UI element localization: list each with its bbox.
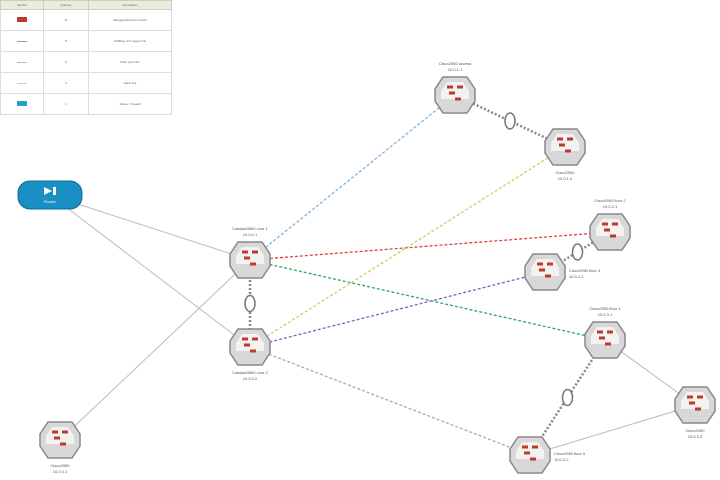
switch-label: Cisco2950 <box>51 463 71 468</box>
line-dashed-icon <box>17 62 27 63</box>
switch-arrows-icon <box>52 430 68 446</box>
link-s1-s7 <box>249 259 606 341</box>
stack-ring-icon <box>561 388 574 407</box>
switch-arrows-icon <box>597 330 613 346</box>
line-gray-icon <box>17 41 27 42</box>
switch-label: Catalyst3560 core 2 <box>232 370 268 375</box>
link-s10-s1 <box>59 259 251 441</box>
switch-arrows-icon <box>537 262 553 278</box>
switch-arrows-icon <box>522 445 538 461</box>
switch-label: Cisco2950 floor 3 <box>569 268 601 273</box>
link-router-s1 <box>49 194 251 261</box>
switch-label: Catalyst3560 core 1 <box>232 226 268 231</box>
switch-address: 10.0.4.1 <box>53 469 68 474</box>
node-s9[interactable]: Cisco2950 floor 510.0.3.2 <box>509 436 586 474</box>
node-router[interactable]: Router <box>17 180 83 210</box>
switch-address: 10.0.3.1 <box>598 312 613 317</box>
node-s7[interactable]: Cisco2950 floor 410.0.3.1 <box>584 306 626 359</box>
link-s1-s5 <box>249 231 611 261</box>
switch-address: 10.0.0.1 <box>243 232 258 237</box>
switch-address: 10.0.2.1 <box>603 204 618 209</box>
switch-arrows-icon <box>687 395 703 411</box>
switch-address: 10.0.3.3 <box>688 434 703 439</box>
switch-arrows-icon <box>557 137 573 153</box>
switch-label: Cisco2950 floor 4 <box>589 306 621 311</box>
node-s5[interactable]: Cisco2950 floor 210.0.2.1 <box>589 198 631 251</box>
switch-arrows-icon <box>447 85 463 101</box>
router-icon <box>17 101 27 106</box>
link-s9-s8 <box>529 404 696 456</box>
router-icon <box>17 180 83 210</box>
switch-icon <box>17 17 27 22</box>
link-s1-s3 <box>249 94 456 261</box>
switch-label: Cisco2950 access <box>439 61 471 66</box>
switch-label: Cisco2950 <box>556 170 576 175</box>
switch-address: 10.0.0.2 <box>243 376 258 381</box>
switch-address: 10.0.1.1 <box>448 67 463 72</box>
link-s2-s6 <box>249 271 546 348</box>
switch-label: Cisco2950 floor 2 <box>594 198 626 203</box>
line-ring-icon <box>17 83 27 84</box>
stack-ring-icon <box>244 294 256 313</box>
link-s2-s9 <box>249 346 531 456</box>
switch-address: 10.0.3.2 <box>554 457 569 462</box>
node-s1[interactable]: Catalyst3560 core 110.0.0.1 <box>229 226 271 279</box>
node-s6[interactable]: Cisco2950 floor 310.0.2.2 <box>524 253 601 291</box>
switch-address: 10.0.1.2 <box>558 176 573 181</box>
switch-label: Cisco2950 floor 5 <box>554 451 586 456</box>
router-arrow-icon <box>44 187 56 195</box>
link-router-s2 <box>49 194 251 348</box>
router-label: Router <box>44 199 57 204</box>
switch-address: 10.0.2.2 <box>569 274 584 279</box>
link-s2-s4 <box>249 146 566 348</box>
switch-arrows-icon <box>242 250 258 266</box>
switch-label: Cisco2950 <box>686 428 706 433</box>
switch-arrows-icon <box>242 337 258 353</box>
stack-ring-icon <box>571 243 584 261</box>
node-s2[interactable]: Catalyst3560 core 210.0.0.2 <box>229 328 271 381</box>
stack-ring-icon <box>504 112 516 130</box>
switch-arrows-icon <box>602 222 618 238</box>
legend-description: Router / firewall <box>88 93 172 115</box>
